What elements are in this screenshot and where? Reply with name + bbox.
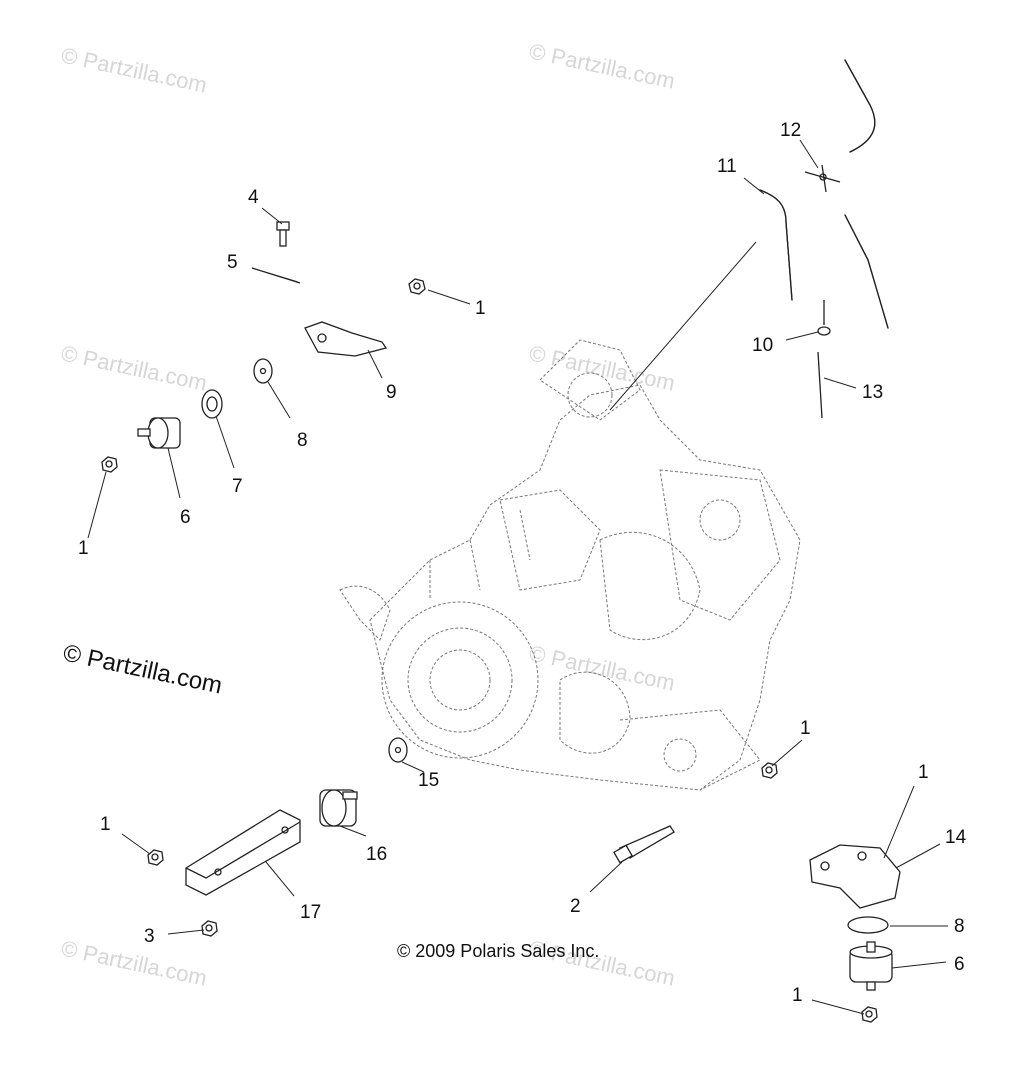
watermark: © Partzilla.com — [59, 340, 209, 395]
callout-7: 7 — [232, 476, 243, 497]
callout-1: 1 — [78, 538, 89, 559]
part-bolt-4 — [276, 221, 290, 247]
callout-1: 1 — [475, 298, 486, 319]
callout-3: 3 — [144, 926, 155, 947]
callout-13: 13 — [862, 382, 883, 403]
leader-lines — [87, 139, 948, 1015]
callout-10: 10 — [752, 335, 773, 356]
part-bracket-14 — [809, 844, 901, 909]
callout-12: 12 — [780, 120, 801, 141]
callout-1: 1 — [792, 985, 803, 1006]
copyright-notice: © 2009 Polaris Sales Inc. — [397, 941, 599, 961]
part-nut-1 — [147, 849, 164, 866]
part-clip-10 — [817, 300, 831, 336]
part-mount-6 — [849, 941, 893, 991]
callout-1: 1 — [918, 762, 929, 783]
callout-1: 1 — [800, 718, 811, 739]
callout-2: 2 — [570, 896, 581, 917]
callout-labels: 4 5 1 9 8 7 6 1 11 12 10 13 1 1 14 8 6 1… — [78, 120, 967, 1006]
watermark: © Partzilla.com — [59, 42, 209, 97]
watermark: © Partzilla.com — [527, 38, 677, 93]
part-tee-12 — [804, 164, 841, 193]
part-mount-6 — [137, 417, 181, 449]
part-bolt-2 — [613, 825, 675, 864]
partzilla-watermark: © Partzilla.com — [61, 639, 225, 699]
watermark: © Partzilla.com — [59, 935, 209, 990]
part-bracket-17 — [185, 809, 301, 896]
callout-8: 8 — [954, 916, 965, 937]
callout-11: 11 — [717, 156, 737, 177]
callout-4: 4 — [248, 187, 259, 208]
callout-5: 5 — [227, 252, 238, 273]
part-washer-15 — [388, 737, 408, 763]
part-washer-8 — [253, 358, 273, 384]
watermark: © Partzilla.com — [527, 340, 677, 395]
callout-1: 1 — [100, 814, 111, 835]
callout-6: 6 — [954, 954, 965, 975]
callout-15: 15 — [418, 770, 439, 791]
part-mount-16 — [319, 789, 358, 827]
part-nut-1 — [861, 1006, 878, 1023]
part-nut-1 — [408, 278, 426, 295]
callout-14: 14 — [945, 827, 967, 848]
callout-6: 6 — [180, 507, 191, 528]
part-hose-lower — [844, 214, 889, 329]
callout-9: 9 — [386, 382, 397, 403]
part-tube-13 — [817, 351, 823, 419]
watermark: © Partzilla.com — [527, 640, 677, 695]
part-bracket-9 — [304, 321, 388, 357]
engine-assembly — [339, 339, 801, 791]
callout-17: 17 — [300, 902, 321, 923]
part-nut-1 — [761, 762, 778, 779]
part-nut-3 — [201, 920, 218, 937]
callout-8: 8 — [297, 430, 308, 451]
callout-16: 16 — [366, 844, 387, 865]
part-grommet-7 — [201, 389, 223, 419]
part-nut-1 — [101, 456, 118, 473]
part-washer-8 — [847, 916, 889, 934]
